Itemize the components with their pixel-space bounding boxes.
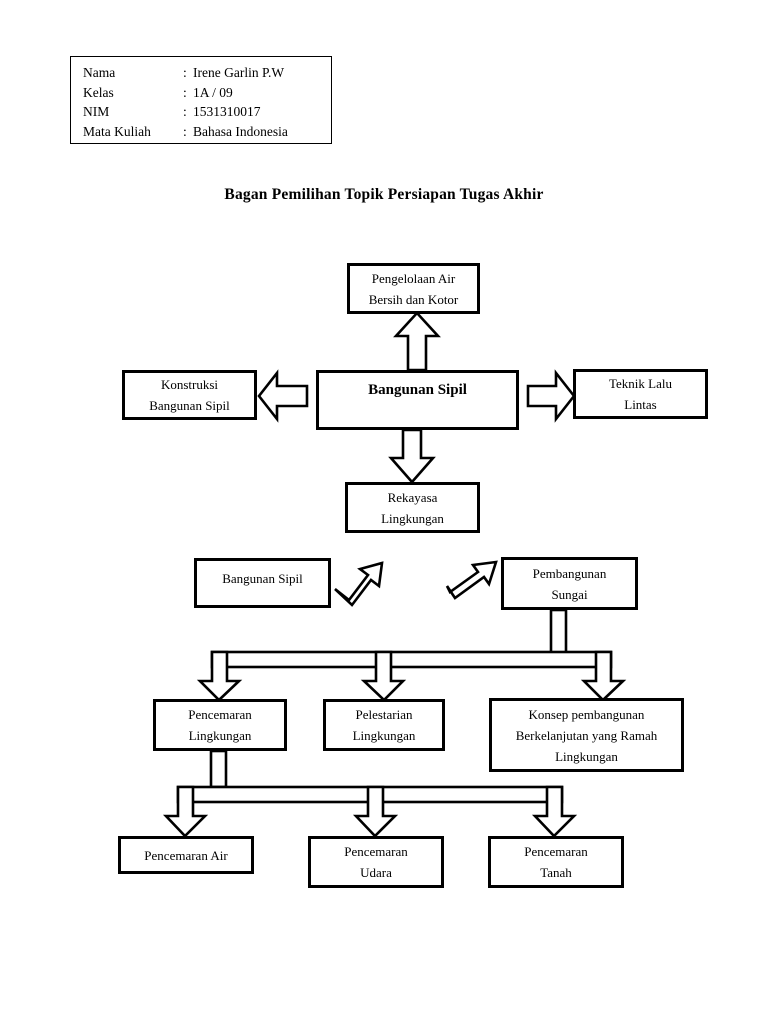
info-row-mata-kuliah: Mata Kuliah : Bahasa Indonesia	[83, 122, 331, 142]
node-konstruksi-line1: Konstruksi	[160, 377, 219, 392]
node-konstruksi-line2: Bangunan Sipil	[149, 398, 230, 413]
node-konsep-pembangunan[interactable]: Konsep pembangunan Berkelanjutan yang Ra…	[489, 698, 684, 772]
node-konsep-pembangunan-line1: Konsep pembangunan	[528, 706, 645, 722]
info-label-kelas: Kelas	[83, 84, 114, 100]
node-rekayasa-line1: Rekayasa	[387, 489, 438, 505]
page-title: Bagan Pemilihan Topik Persiapan Tugas Ak…	[224, 186, 544, 203]
stem-pencemaran-lingkungan	[209, 749, 228, 789]
node-pencemaran-lingkungan-line2: Lingkungan	[188, 728, 252, 743]
arrow-down-pencemaran-udara	[352, 785, 399, 838]
node-pencemaran-udara[interactable]: Pencemaran Udara	[308, 836, 444, 888]
arrow-down-pencemaran-air	[162, 785, 209, 838]
node-bangunan-sipil-root-line1: Bangunan Sipil	[368, 382, 467, 398]
arrow-down-rekayasa	[388, 428, 436, 484]
arrow-up-pengelolaan-air	[393, 311, 441, 372]
node-pelestarian-lingkungan-line2: Lingkungan	[352, 728, 416, 743]
node-pengelolaan-air[interactable]: Pengelolaan Air Bersih dan Kotor	[347, 263, 480, 314]
arrow-diagonal-bangunan-sipil-2	[334, 561, 384, 607]
node-pengelolaan-air-line2: Bersih dan Kotor	[368, 291, 459, 307]
stem-pembangunan-sungai	[549, 608, 568, 657]
arrow-diagonal-pembangunan-sungai	[445, 560, 498, 600]
info-sep-nama: :	[183, 65, 187, 80]
node-bangunan-sipil-root[interactable]: Bangunan Sipil	[316, 370, 519, 430]
info-value-mata-kuliah: Bahasa Indonesia	[193, 123, 288, 139]
distribution-bus-level-2	[176, 785, 564, 804]
info-row-kelas: Kelas : 1A / 09	[83, 83, 331, 103]
node-pencemaran-tanah[interactable]: Pencemaran Tanah	[488, 836, 624, 888]
info-sep-kelas: :	[183, 84, 187, 100]
student-info-box: Nama : Irene Garlin P.W Kelas : 1A / 09 …	[70, 56, 332, 144]
node-pelestarian-lingkungan[interactable]: Pelestarian Lingkungan	[323, 699, 445, 751]
arrow-down-pelestarian-lingkungan	[360, 650, 407, 702]
info-label-nama: Nama	[83, 65, 116, 80]
arrow-down-konsep-pembangunan	[580, 650, 627, 702]
info-row-nim: NIM : 1531310017	[83, 102, 331, 122]
info-value-nim: 1531310017	[193, 104, 261, 119]
node-pelestarian-lingkungan-line1: Pelestarian	[355, 707, 413, 722]
node-rekayasa-lingkungan[interactable]: Rekayasa Lingkungan	[345, 482, 480, 533]
info-value-kelas: 1A / 09	[193, 84, 233, 100]
node-pencemaran-udara-line2: Udara	[360, 865, 392, 880]
info-row-nama: Nama : Irene Garlin P.W	[83, 63, 331, 83]
info-value-nama: Irene Garlin P.W	[193, 65, 285, 80]
node-konsep-pembangunan-line2: Berkelanjutan yang Ramah	[515, 727, 658, 743]
info-sep-nim: :	[183, 104, 187, 119]
node-pencemaran-tanah-line2: Tanah	[540, 865, 572, 880]
node-pengelolaan-air-line1: Pengelolaan Air	[371, 270, 456, 286]
node-pencemaran-air-line1: Pencemaran Air	[144, 847, 228, 863]
info-label-nim: NIM	[83, 104, 110, 119]
node-teknik-lalu-lintas[interactable]: Teknik Lalu Lintas	[573, 369, 708, 419]
info-sep-mata-kuliah: :	[183, 123, 187, 139]
node-konstruksi-bangunan-sipil[interactable]: Konstruksi Bangunan Sipil	[122, 370, 257, 420]
node-pencemaran-lingkungan[interactable]: Pencemaran Lingkungan	[153, 699, 287, 751]
arrow-down-pencemaran-tanah	[531, 785, 578, 838]
arrow-right-teknik-lalu-lintas	[526, 369, 576, 423]
node-rekayasa-line2: Lingkungan	[381, 510, 444, 526]
info-label-mata-kuliah: Mata Kuliah	[83, 123, 151, 139]
node-pembangunan-sungai[interactable]: Pembangunan Sungai	[501, 557, 638, 610]
distribution-bus-level-1	[210, 650, 613, 669]
arrow-down-pencemaran-lingkungan	[196, 650, 243, 702]
node-bangunan-sipil-2[interactable]: Bangunan Sipil	[194, 558, 331, 608]
node-teknik-lalu-lintas-line2: Lintas	[624, 397, 657, 412]
node-teknik-lalu-lintas-line1: Teknik Lalu	[609, 376, 672, 391]
node-pembangunan-sungai-line2: Sungai	[551, 586, 588, 602]
arrow-left-konstruksi	[257, 369, 309, 423]
node-pencemaran-air[interactable]: Pencemaran Air	[118, 836, 254, 874]
node-pencemaran-tanah-line1: Pencemaran	[524, 844, 588, 859]
node-bangunan-sipil-2-line1: Bangunan Sipil	[222, 571, 303, 586]
node-pembangunan-sungai-line1: Pembangunan	[532, 565, 607, 581]
node-pencemaran-lingkungan-line1: Pencemaran	[188, 707, 252, 722]
node-pencemaran-udara-line1: Pencemaran	[344, 844, 408, 859]
node-konsep-pembangunan-line3: Lingkungan	[555, 748, 618, 764]
